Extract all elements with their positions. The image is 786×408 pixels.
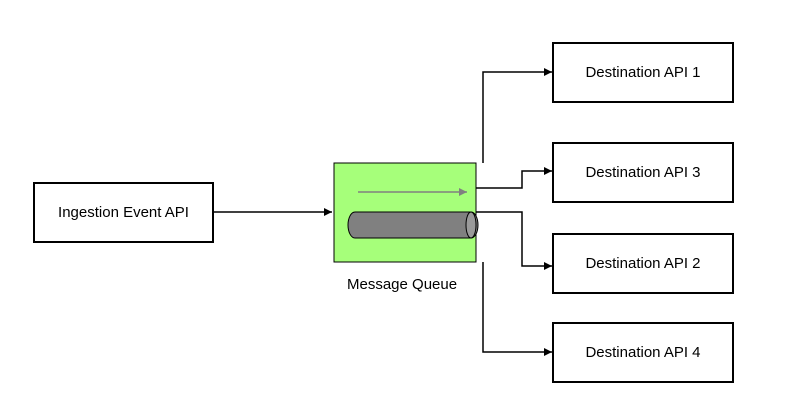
edge-queue-to-dest4 [482, 262, 552, 356]
message-queue-label: Message Queue [347, 276, 458, 293]
ingestion-event-api-node: Ingestion Event API [33, 182, 214, 243]
destination-api-1-node: Destination API 1 [552, 42, 734, 103]
destination-api-3-node: Destination API 3 [552, 142, 734, 203]
edge-queue-to-dest1 [482, 68, 552, 163]
destination-api-2-node: Destination API 2 [552, 233, 734, 294]
edge-queue-to-dest3 [476, 167, 552, 189]
queue-pipe-icon [347, 211, 479, 239]
destination-api-4-node: Destination API 4 [552, 322, 734, 383]
edge-queue-to-dest2 [476, 211, 552, 270]
